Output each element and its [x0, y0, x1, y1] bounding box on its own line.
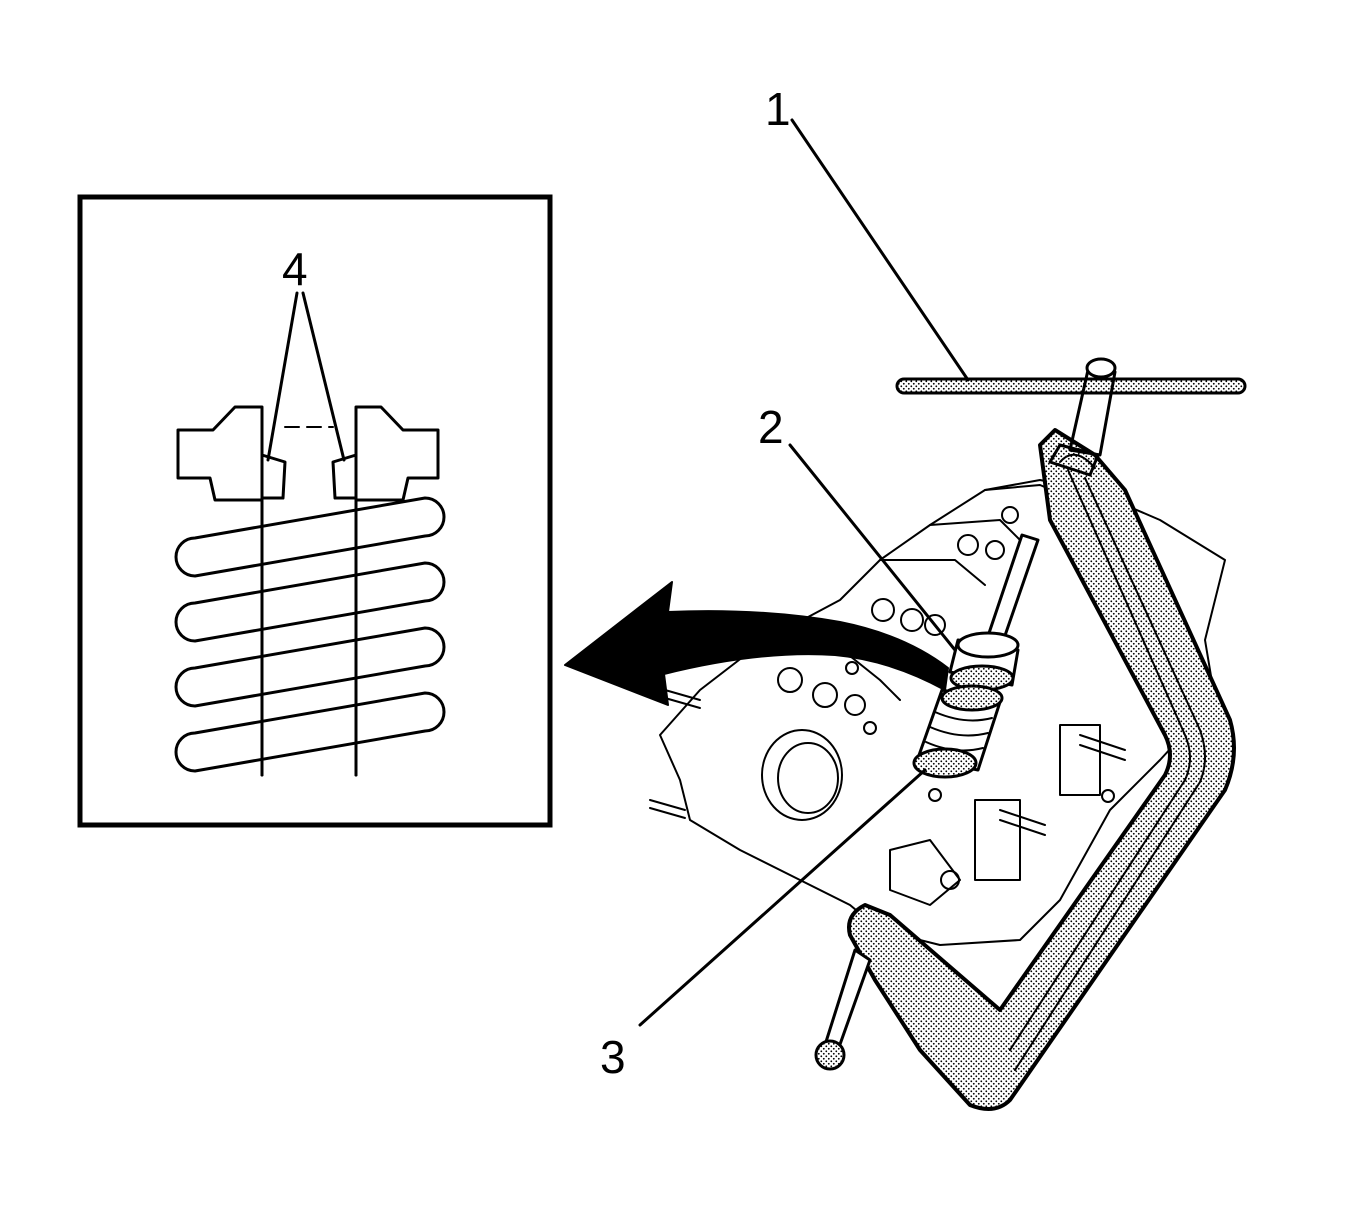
c-frame-compressor	[814, 428, 1236, 1111]
detail-inset: 4	[77, 194, 553, 828]
valve-spring-assembly	[912, 684, 1004, 779]
callout-4: 4	[282, 243, 308, 295]
t-handle-bar	[895, 377, 1247, 395]
rotation-direction-arrow	[564, 581, 949, 706]
valve-keeper-left	[260, 453, 287, 500]
callout-3: 3	[600, 1031, 626, 1083]
callout-2: 2	[758, 401, 784, 453]
t-handle-screw	[895, 357, 1247, 477]
callout-1: 1	[765, 83, 791, 135]
leader-line-1	[790, 118, 970, 382]
leader-line-3	[638, 768, 927, 1027]
compressor-adapter	[948, 631, 1020, 692]
cylinder-head-bolt-holes	[777, 506, 1019, 890]
leader-line-4b	[301, 291, 346, 462]
leader-line-4a	[266, 291, 299, 462]
leader-line-2	[788, 443, 957, 652]
valve-keeper-right	[331, 453, 358, 500]
lower-jaw-knob	[814, 1039, 846, 1071]
port-opening	[761, 729, 843, 821]
valve-spring-coils	[174, 496, 446, 773]
compressor-frame-body	[847, 428, 1236, 1111]
